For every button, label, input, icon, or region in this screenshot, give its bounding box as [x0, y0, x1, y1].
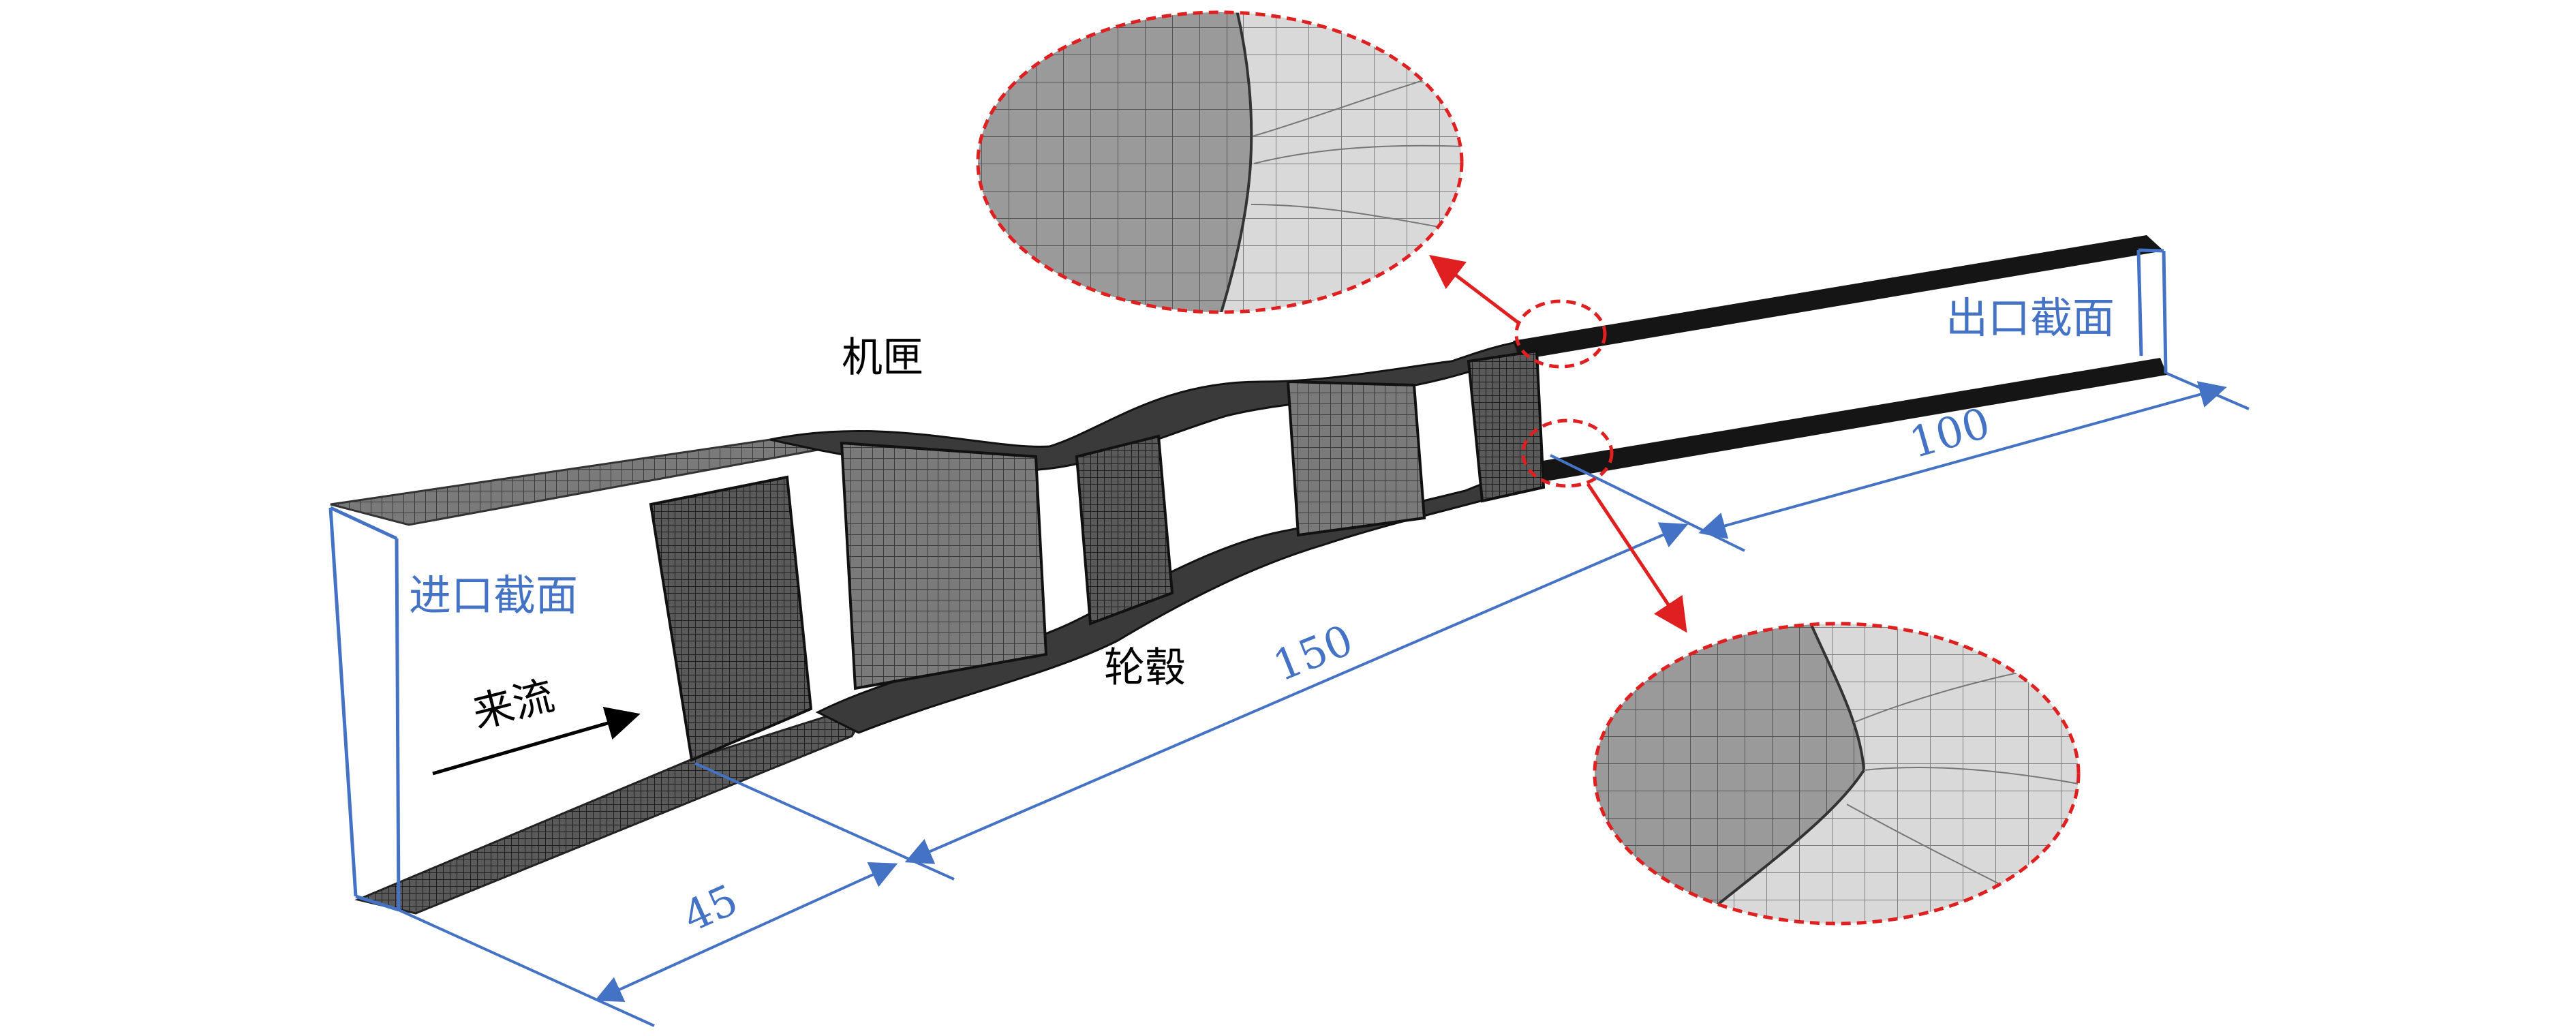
blade-row-2	[840, 441, 1048, 690]
zoom-callout-bottom	[1593, 622, 2081, 926]
dimension-150	[904, 522, 1689, 864]
dimension-lines	[398, 372, 2250, 1027]
extension-line	[398, 909, 655, 1027]
outlet-section-edge	[2162, 250, 2168, 374]
blade-row-1	[649, 475, 813, 762]
blade-row-4	[1286, 380, 1426, 537]
casing-label: 机匣	[842, 334, 923, 382]
inflow-label: 来流	[468, 672, 559, 738]
callout-connector-top	[1429, 254, 1521, 325]
inlet-section-label: 进口截面	[409, 570, 578, 620]
zoom-marker-hub	[1521, 418, 1614, 488]
zoom-marker-casing	[1514, 299, 1607, 369]
outlet-section-edge	[2136, 249, 2143, 356]
inlet-section-edge	[355, 894, 399, 912]
outlet-casing-duct	[1513, 235, 2164, 360]
inlet-section-edge	[329, 506, 398, 540]
inlet-section-edge	[328, 507, 358, 897]
callout-connector-bottom	[1586, 483, 1687, 633]
dimension-100	[1698, 381, 2227, 539]
dimension-150-label: 150	[1266, 615, 1360, 691]
blade-row-3	[1075, 434, 1174, 626]
outlet-hub-duct	[1527, 358, 2167, 484]
extension-line	[694, 762, 955, 881]
extension-line	[1550, 454, 1745, 552]
dimension-45	[594, 862, 898, 1002]
hub-label: 轮毂	[1104, 644, 1186, 692]
boundary-sections	[328, 248, 2168, 912]
outlet-section-label: 出口截面	[1946, 293, 2115, 343]
arrow-right-icon	[432, 707, 641, 776]
outlet-section-edge	[2138, 248, 2164, 253]
zoom-callout-top	[976, 10, 1464, 314]
inlet-section-edge	[395, 538, 401, 911]
blade-row-5	[1467, 349, 1546, 503]
zoom-callout-icon	[1593, 622, 2081, 926]
dimension-45-label: 45	[675, 874, 745, 942]
zoom-callout-icon	[976, 10, 1464, 314]
